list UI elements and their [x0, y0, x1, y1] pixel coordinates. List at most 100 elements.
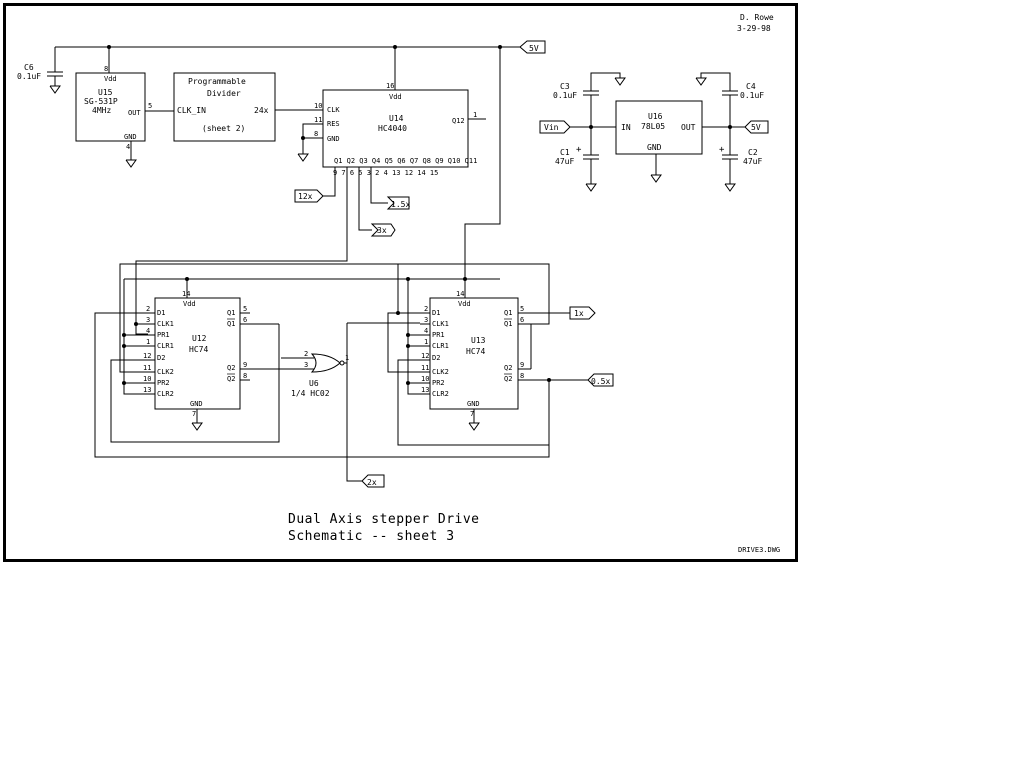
svg-text:3: 3 — [146, 316, 150, 324]
port-1-5x: 1.5x — [386, 196, 410, 210]
sheet-border — [3, 3, 798, 562]
svg-text:D1: D1 — [157, 309, 165, 317]
svg-text:10: 10 — [143, 375, 151, 383]
svg-text:CLK2: CLK2 — [432, 368, 449, 376]
svg-text:47uF: 47uF — [743, 157, 762, 166]
chip-u16: U16 78L05 IN OUT GND — [615, 100, 703, 183]
svg-text:D1: D1 — [432, 309, 440, 317]
svg-text:0.1uF: 0.1uF — [740, 91, 764, 100]
chip-u14: 16 Vdd U14 HC4040 10 CLK 11 RES 8 GND Q1… — [297, 47, 486, 177]
svg-text:GND: GND — [647, 143, 662, 152]
port-12x: 12x — [294, 189, 324, 203]
port-0-5x: 0.5x — [587, 373, 614, 387]
rail-vin: Vin — [539, 120, 616, 134]
svg-text:11: 11 — [143, 364, 151, 372]
svg-text:D2: D2 — [432, 354, 440, 362]
svg-text:CLR2: CLR2 — [432, 390, 449, 398]
capacitor-c4: C4 0.1uF — [695, 72, 764, 127]
svg-text:13: 13 — [421, 386, 429, 394]
author-text: D. Rowe — [740, 13, 774, 22]
svg-text:2: 2 — [146, 305, 150, 313]
svg-text:14: 14 — [182, 290, 190, 298]
svg-text:GND: GND — [124, 133, 137, 141]
svg-text:3: 3 — [424, 316, 428, 324]
svg-text:11: 11 — [421, 364, 429, 372]
svg-text:CLR1: CLR1 — [157, 342, 174, 350]
svg-text:CLK: CLK — [327, 106, 340, 114]
svg-text:Divider: Divider — [207, 89, 241, 98]
svg-text:4: 4 — [146, 327, 150, 335]
svg-text:GND: GND — [327, 135, 340, 143]
svg-text:5V: 5V — [529, 44, 539, 53]
svg-text:HC74: HC74 — [189, 345, 208, 354]
svg-text:Vdd: Vdd — [104, 75, 117, 83]
svg-text:CLK_IN: CLK_IN — [177, 106, 206, 115]
svg-text:HC74: HC74 — [466, 347, 485, 356]
rail-5v-regulated: 5V — [702, 120, 769, 134]
wires-u14-outputs — [135, 167, 388, 335]
svg-text:Q1: Q1 — [504, 320, 512, 328]
svg-text:1/4 HC02: 1/4 HC02 — [291, 389, 330, 398]
svg-text:Vdd: Vdd — [183, 300, 196, 308]
svg-text:Q2: Q2 — [227, 364, 235, 372]
svg-text:RES: RES — [327, 120, 340, 128]
svg-text:8: 8 — [314, 130, 318, 138]
capacitor-c6: C6 0.1uF — [17, 63, 63, 94]
svg-text:CLK1: CLK1 — [157, 320, 174, 328]
svg-text:3x: 3x — [377, 226, 387, 235]
svg-text:1x: 1x — [574, 309, 584, 318]
svg-text:Vdd: Vdd — [389, 93, 402, 101]
svg-text:Q1 Q2 Q3 Q4 Q5 Q6 Q7 Q8 Q9 Q10: Q1 Q2 Q3 Q4 Q5 Q6 Q7 Q8 Q9 Q10 Q11 — [334, 157, 477, 165]
svg-text:SG-531P: SG-531P — [84, 97, 118, 106]
svg-text:12x: 12x — [298, 192, 313, 201]
svg-text:Q12: Q12 — [452, 117, 465, 125]
svg-text:5V: 5V — [751, 123, 761, 132]
svg-text:CLK1: CLK1 — [432, 320, 449, 328]
svg-text:9: 9 — [243, 361, 247, 369]
title-line-1: Dual Axis stepper Drive — [288, 512, 480, 527]
svg-text:5: 5 — [243, 305, 247, 313]
svg-text:0.1uF: 0.1uF — [17, 72, 41, 81]
block-programmable-divider: Programmable Divider CLK_IN 24x (sheet 2… — [173, 72, 323, 142]
svg-text:D2: D2 — [157, 354, 165, 362]
svg-text:1: 1 — [473, 111, 477, 119]
date-text: 3-29-98 — [737, 24, 771, 33]
svg-text:CLR1: CLR1 — [432, 342, 449, 350]
svg-text:C1: C1 — [560, 148, 570, 157]
svg-text:12: 12 — [421, 352, 429, 360]
svg-text:4: 4 — [126, 143, 130, 151]
wires-u12 — [94, 47, 550, 458]
chip-u13: 14 Vdd U13 HC74 GND D1 CLK1 PR1 CLR1 D2 … — [420, 290, 588, 431]
svg-text:10: 10 — [314, 102, 322, 110]
svg-text:16: 16 — [386, 82, 394, 90]
svg-text:PR2: PR2 — [432, 379, 445, 387]
port-2x: 2x — [361, 474, 385, 488]
svg-text:7: 7 — [470, 410, 474, 418]
port-1x: 1x — [569, 306, 596, 320]
svg-text:10: 10 — [421, 375, 429, 383]
svg-text:U14: U14 — [389, 114, 404, 123]
svg-text:C6: C6 — [24, 63, 34, 72]
svg-text:Vin: Vin — [544, 123, 559, 132]
svg-text:9: 9 — [520, 361, 524, 369]
svg-text:0.1uF: 0.1uF — [553, 91, 577, 100]
filename-text: DRIVE3.DWG — [738, 546, 780, 554]
svg-text:U6: U6 — [309, 379, 319, 388]
svg-text:PR1: PR1 — [157, 331, 170, 339]
svg-text:7: 7 — [192, 410, 196, 418]
svg-text:Q1: Q1 — [227, 320, 235, 328]
port-3x: 3x — [370, 223, 396, 237]
svg-text:U12: U12 — [192, 334, 207, 343]
rail-5v — [54, 45, 520, 72]
svg-text:9 7 6 5 3 2 4 13 12 14 15: 9 7 6 5 3 2 4 13 12 14 15 — [333, 169, 438, 177]
svg-text:Q1: Q1 — [227, 309, 235, 317]
svg-text:47uF: 47uF — [555, 157, 574, 166]
svg-text:Q1: Q1 — [504, 309, 512, 317]
svg-text:12: 12 — [143, 352, 151, 360]
svg-text:11: 11 — [314, 116, 322, 124]
svg-text:Q2: Q2 — [227, 375, 235, 383]
svg-text:5: 5 — [520, 305, 524, 313]
svg-text:Q2: Q2 — [504, 364, 512, 372]
capacitor-c3: C3 0.1uF — [553, 72, 626, 127]
